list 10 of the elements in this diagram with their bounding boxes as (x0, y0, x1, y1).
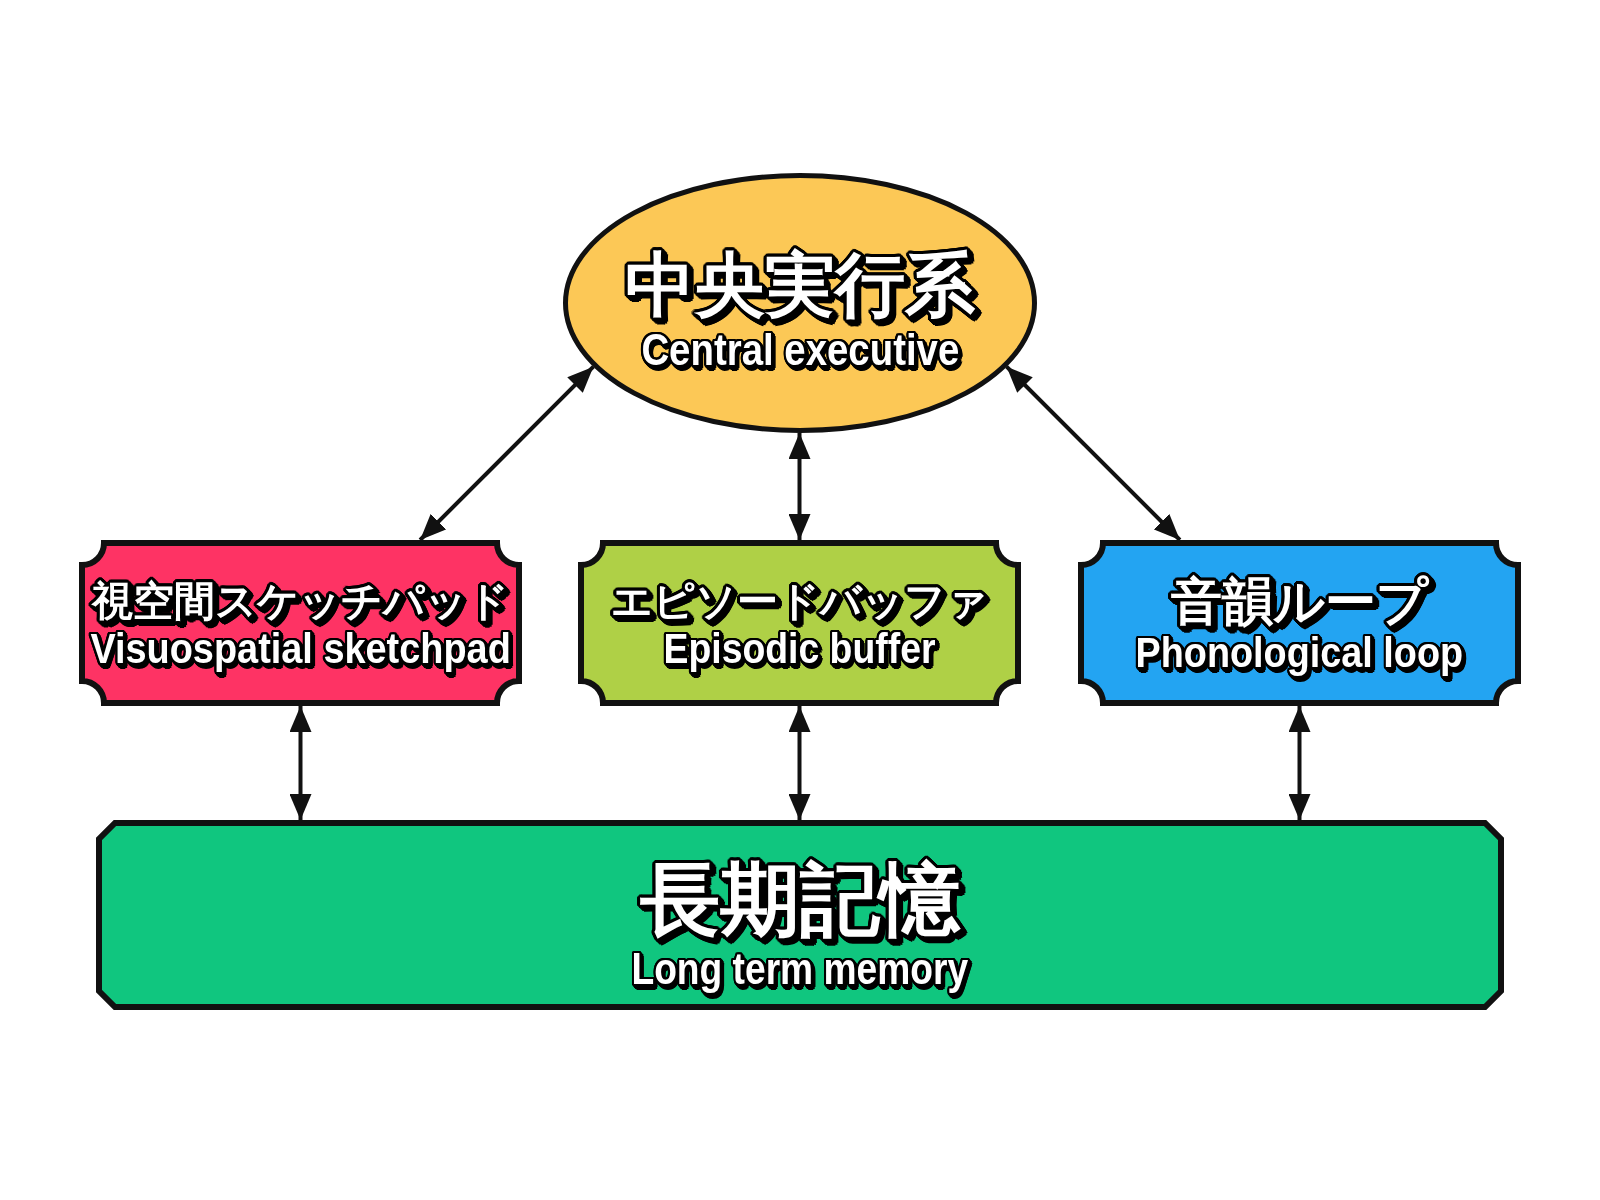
double-arrow (289, 706, 312, 820)
heading-text: エピソードバッファ (611, 578, 988, 623)
double-arrow (1288, 706, 1311, 820)
double-arrow (788, 706, 811, 820)
heading-text: 視空間スケッチパッド (92, 578, 509, 623)
double-arrow (1005, 365, 1182, 542)
wide-box (96, 820, 1504, 1010)
double-arrow (418, 365, 595, 542)
double-arrow (788, 433, 811, 540)
subheading-text: Central executive (641, 325, 959, 375)
